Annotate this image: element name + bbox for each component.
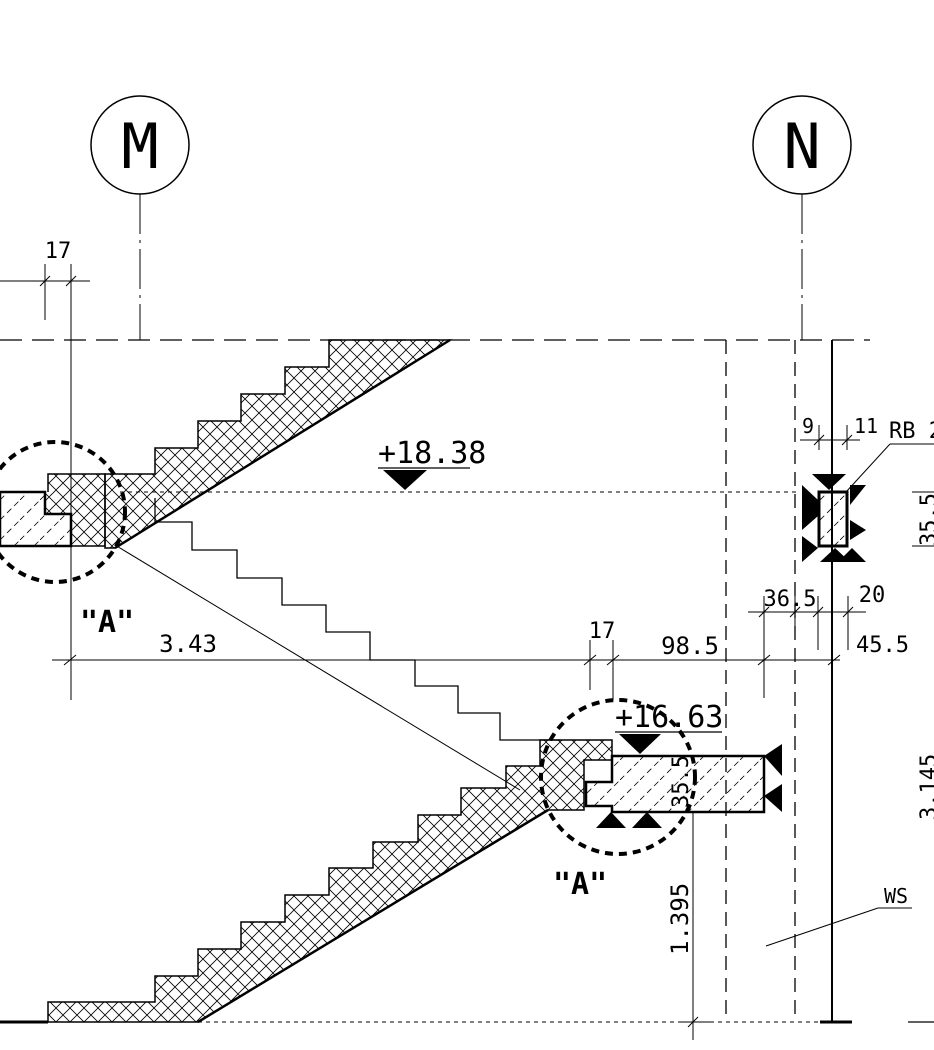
dim-label-beam-depth: 35.5 — [669, 755, 694, 808]
axis-label-n: N — [783, 110, 820, 183]
level-marker-lower: +16.63 — [615, 700, 723, 754]
dimension-chain-right: 36.5 20 45.5 — [748, 583, 909, 658]
dim-label-9: 9 — [802, 414, 814, 438]
bearing-lower-3 — [764, 744, 782, 776]
upper-landing-left — [0, 490, 73, 548]
dimension-beam-width: 9 11 RB 2 — [800, 414, 934, 493]
bearing-lower-4 — [764, 784, 782, 812]
dim-label-gap: 98.5 — [661, 632, 719, 660]
detail-label-lower: "A" — [553, 867, 607, 902]
level-value-lower: +16.63 — [615, 700, 723, 735]
diagonal-line — [114, 544, 521, 791]
bearing-lower-2 — [632, 812, 662, 828]
dimension-depth-upper: 35.5 — [912, 491, 934, 547]
dim-label-mid-17: 17 — [589, 619, 616, 644]
dim-label-depth-upper: 35.5 — [917, 493, 934, 546]
grid-axis-n: N — [752, 95, 852, 340]
dim-label-right-edge: 3.145 — [917, 754, 934, 820]
dim-label-top-17: 17 — [45, 239, 72, 264]
ws-annotation: WS — [765, 884, 912, 947]
dim-label-span: 3.43 — [159, 630, 217, 658]
dimension-height: 1.395 — [666, 812, 710, 1040]
axis-label-m: M — [121, 110, 158, 183]
dim-label-11: 11 — [854, 414, 878, 438]
detail-label-upper: "A" — [80, 605, 134, 640]
dim-label-45-5: 45.5 — [856, 633, 909, 658]
lower-stair-flight — [47, 739, 613, 1023]
detail-circle-lower — [539, 698, 697, 856]
beam-tag-label: RB 2 — [889, 419, 934, 444]
dim-label-20: 20 — [859, 583, 886, 608]
middle-flight-steps — [154, 498, 560, 741]
dimension-top-17: 17 — [0, 239, 90, 700]
detail-circle-upper — [0, 440, 127, 584]
lower-landing-beam — [584, 754, 766, 814]
level-value-upper: +18.38 — [378, 436, 486, 471]
level-marker-upper: +18.38 — [378, 436, 486, 490]
dimension-chain-mid: 3.43 17 98.5 — [52, 600, 841, 700]
grid-axis-m: M — [90, 95, 190, 340]
ws-label: WS — [884, 884, 908, 908]
dim-label-height: 1.395 — [666, 883, 694, 955]
dim-label-36-5: 36.5 — [764, 587, 817, 612]
bearing-lower-1 — [596, 812, 626, 828]
beam-rb2 — [802, 474, 866, 562]
